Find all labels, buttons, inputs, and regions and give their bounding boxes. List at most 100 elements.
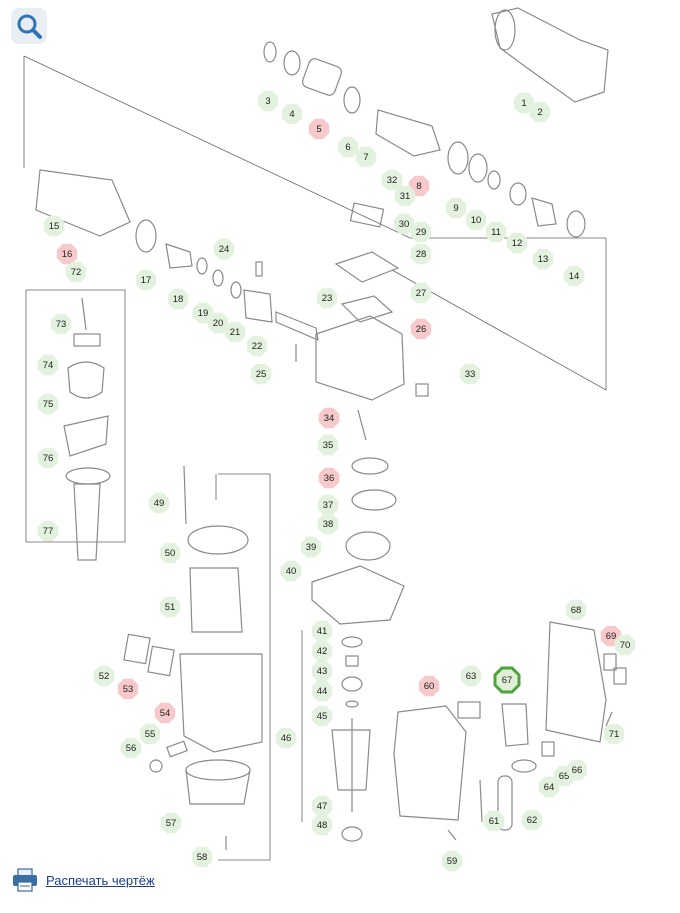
callout-marker xyxy=(318,407,340,429)
callout-60[interactable]: 60 xyxy=(418,675,440,697)
callout-25[interactable]: 25 xyxy=(250,363,272,385)
callout-48[interactable]: 48 xyxy=(311,814,333,836)
callout-number: 49 xyxy=(154,498,165,509)
callout-number: 59 xyxy=(447,856,458,867)
callout-68[interactable]: 68 xyxy=(565,599,587,621)
callout-52[interactable]: 52 xyxy=(93,665,115,687)
callout-13[interactable]: 13 xyxy=(532,248,554,270)
callout-29[interactable]: 29 xyxy=(410,221,432,243)
callout-number: 34 xyxy=(324,413,335,424)
callout-51[interactable]: 51 xyxy=(159,596,181,618)
callout-number: 51 xyxy=(165,602,176,613)
callout-number: 60 xyxy=(424,681,435,692)
callout-64[interactable]: 64 xyxy=(538,776,560,798)
callout-40[interactable]: 40 xyxy=(280,560,302,582)
callout-42[interactable]: 42 xyxy=(311,640,333,662)
callout-12[interactable]: 12 xyxy=(506,232,528,254)
callout-74[interactable]: 74 xyxy=(37,354,59,376)
callout-number: 36 xyxy=(324,473,335,484)
callout-number: 45 xyxy=(317,711,328,722)
callout-71[interactable]: 71 xyxy=(603,723,625,745)
callout-62[interactable]: 62 xyxy=(521,809,543,831)
callout-53[interactable]: 53 xyxy=(117,678,139,700)
callout-56[interactable]: 56 xyxy=(120,737,142,759)
callout-5[interactable]: 5 xyxy=(308,118,330,140)
callout-49[interactable]: 49 xyxy=(148,492,170,514)
callout-1[interactable]: 1 xyxy=(513,92,535,114)
callout-46[interactable]: 46 xyxy=(275,727,297,749)
callout-10[interactable]: 10 xyxy=(465,209,487,231)
callout-50[interactable]: 50 xyxy=(159,542,181,564)
zoom-button[interactable] xyxy=(11,8,47,44)
callout-35[interactable]: 35 xyxy=(317,434,339,456)
callout-44[interactable]: 44 xyxy=(311,680,333,702)
callout-27[interactable]: 27 xyxy=(410,282,432,304)
callout-63[interactable]: 63 xyxy=(460,665,482,687)
callout-55[interactable]: 55 xyxy=(139,723,161,745)
callout-15[interactable]: 15 xyxy=(43,215,65,237)
callout-43[interactable]: 43 xyxy=(311,660,333,682)
callout-45[interactable]: 45 xyxy=(311,705,333,727)
print-drawing-link[interactable]: Распечать чертёж xyxy=(12,864,155,896)
callout-37[interactable]: 37 xyxy=(317,494,339,516)
callout-36[interactable]: 36 xyxy=(318,467,340,489)
callout-3[interactable]: 3 xyxy=(257,90,279,112)
callout-33[interactable]: 33 xyxy=(459,363,481,385)
callout-marker xyxy=(318,467,340,489)
callout-67[interactable]: 67 xyxy=(493,666,521,694)
callout-77[interactable]: 77 xyxy=(37,520,59,542)
callout-number: 3 xyxy=(265,96,270,107)
callout-marker xyxy=(246,335,268,357)
callout-21[interactable]: 21 xyxy=(224,321,246,343)
callout-19[interactable]: 19 xyxy=(192,302,214,324)
callout-59[interactable]: 59 xyxy=(441,850,463,872)
callout-66[interactable]: 66 xyxy=(566,759,588,781)
callout-marker xyxy=(192,302,214,324)
callout-73[interactable]: 73 xyxy=(50,313,72,335)
callout-number: 72 xyxy=(71,267,82,278)
callout-75[interactable]: 75 xyxy=(37,393,59,415)
callout-4[interactable]: 4 xyxy=(281,103,303,125)
callout-22[interactable]: 22 xyxy=(246,335,268,357)
callout-76[interactable]: 76 xyxy=(37,447,59,469)
callout-39[interactable]: 39 xyxy=(300,536,322,558)
callout-28[interactable]: 28 xyxy=(410,243,432,265)
callout-marker xyxy=(311,660,333,682)
callout-72[interactable]: 72 xyxy=(65,261,87,283)
callout-34[interactable]: 34 xyxy=(318,407,340,429)
callout-54[interactable]: 54 xyxy=(154,702,176,724)
callout-marker xyxy=(410,282,432,304)
callout-41[interactable]: 41 xyxy=(311,620,333,642)
print-link-label[interactable]: Распечать чертёж xyxy=(46,872,155,888)
callout-30[interactable]: 30 xyxy=(393,213,415,235)
callout-marker xyxy=(159,542,181,564)
callout-31[interactable]: 31 xyxy=(394,185,416,207)
callout-marker xyxy=(381,169,403,191)
callout-58[interactable]: 58 xyxy=(191,846,213,868)
callout-number: 15 xyxy=(49,221,60,232)
callout-20[interactable]: 20 xyxy=(207,312,229,334)
callout-16[interactable]: 16 xyxy=(56,243,78,265)
callout-26[interactable]: 26 xyxy=(410,318,432,340)
callout-38[interactable]: 38 xyxy=(317,513,339,535)
callout-marker xyxy=(135,269,157,291)
callout-61[interactable]: 61 xyxy=(483,810,505,832)
callout-9[interactable]: 9 xyxy=(445,197,467,219)
callout-14[interactable]: 14 xyxy=(563,265,585,287)
callout-number: 25 xyxy=(256,369,267,380)
assembly-lines xyxy=(23,55,607,861)
callout-11[interactable]: 11 xyxy=(485,221,507,243)
callout-marker xyxy=(308,118,330,140)
callout-6[interactable]: 6 xyxy=(337,136,359,158)
callout-32[interactable]: 32 xyxy=(381,169,403,191)
callout-2[interactable]: 2 xyxy=(529,101,551,123)
callout-47[interactable]: 47 xyxy=(311,795,333,817)
callout-18[interactable]: 18 xyxy=(167,288,189,310)
callout-7[interactable]: 7 xyxy=(355,146,377,168)
callout-17[interactable]: 17 xyxy=(135,269,157,291)
callout-57[interactable]: 57 xyxy=(160,812,182,834)
callout-23[interactable]: 23 xyxy=(316,287,338,309)
callout-70[interactable]: 70 xyxy=(614,634,636,656)
callout-24[interactable]: 24 xyxy=(213,238,235,260)
callout-marker xyxy=(43,215,65,237)
